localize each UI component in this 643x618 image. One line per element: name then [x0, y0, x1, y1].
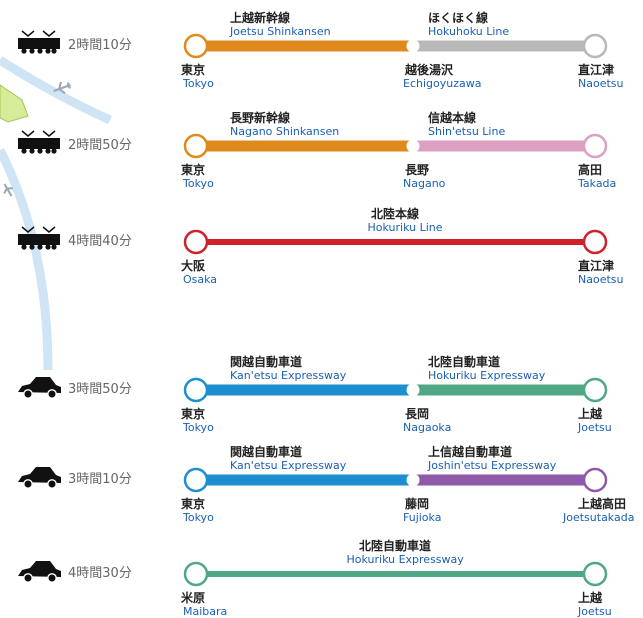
- station-name-en: Tokyo: [183, 177, 214, 190]
- terminal-marker: [582, 133, 608, 159]
- flight-arc: [0, 147, 53, 371]
- terminal-marker: [582, 229, 608, 255]
- duration-label: 2時間10分: [68, 38, 132, 53]
- line-name-jp: 上越新幹線: [230, 11, 291, 25]
- car-icon: [18, 377, 61, 399]
- station-name-jp: 東京: [181, 163, 206, 177]
- terminal-marker: [183, 229, 209, 255]
- terminal-marker: [183, 133, 209, 159]
- station-name-en: Naoetsu: [578, 273, 624, 286]
- line-name-en: Kan'etsu Expressway: [230, 459, 347, 472]
- terminal-marker: [183, 561, 209, 587]
- station-name-jp: 大阪: [181, 259, 206, 273]
- line-name-en: Kan'etsu Expressway: [230, 369, 347, 382]
- train-icon: [18, 30, 60, 54]
- train-icon: [18, 226, 60, 250]
- terminal-marker: [183, 377, 209, 403]
- car-icon: [18, 561, 61, 583]
- station-name-jp: 直江津: [578, 63, 615, 77]
- airplane-icon: [53, 81, 72, 95]
- terminal-marker: [582, 561, 608, 587]
- terminal-marker: [183, 33, 209, 59]
- line-name-en: Shin'etsu Line: [428, 125, 506, 138]
- terminal-marker: [582, 467, 608, 493]
- station-name-en: Echigoyuzawa: [403, 77, 482, 90]
- line-name-jp: 上信越自動車道: [428, 445, 513, 459]
- line-name-en: Hokuhoku Line: [428, 25, 510, 38]
- station-name-en: Maibara: [183, 605, 228, 618]
- train-icon: [18, 130, 60, 154]
- line-name-en: Hokuriku Line: [367, 221, 443, 234]
- station-name-en: Joetsu: [578, 421, 612, 434]
- land-shape: [0, 84, 29, 123]
- station-name-jp: 上越高田: [578, 497, 627, 511]
- station-name-jp: 長野: [405, 163, 430, 177]
- station-name-en: Nagaoka: [403, 421, 452, 434]
- station-name-en: Nagano: [403, 177, 446, 190]
- flight-arc: [0, 56, 112, 125]
- line-name-en: Joetsu Shinkansen: [230, 25, 331, 38]
- line-name-en: Hokuriku Expressway: [428, 369, 546, 382]
- car-icon: [18, 467, 61, 489]
- terminal-marker: [582, 377, 608, 403]
- station-name-jp: 上越: [578, 591, 603, 605]
- station-name-en: Tokyo: [183, 511, 214, 524]
- line-name-jp: 北陸自動車道: [359, 539, 432, 553]
- line-name-en: Hokuriku Expressway: [346, 553, 464, 566]
- station-name-en: Tokyo: [183, 77, 214, 90]
- interchange-marker: [406, 383, 420, 397]
- station-name-en: Joetsutakada: [563, 511, 635, 524]
- terminal-marker: [183, 467, 209, 493]
- line-name-jp: 長野新幹線: [230, 111, 291, 125]
- station-name-jp: 東京: [181, 497, 206, 511]
- station-name-jp: 上越: [578, 407, 603, 421]
- airplane-icon: [3, 183, 13, 197]
- line-name-en: Joshin'etsu Expressway: [428, 459, 557, 472]
- interchange-marker: [406, 473, 420, 487]
- station-name-en: Tokyo: [183, 421, 214, 434]
- station-name-en: Takada: [578, 177, 617, 190]
- line-name-jp: 信越本線: [428, 111, 477, 125]
- duration-label: 3時間50分: [68, 382, 132, 397]
- interchange-marker: [406, 39, 420, 53]
- station-name-en: Osaka: [183, 273, 218, 286]
- line-name-jp: 北陸自動車道: [428, 355, 501, 369]
- station-name-jp: 直江津: [578, 259, 615, 273]
- station-name-jp: 米原: [181, 591, 206, 605]
- station-name-jp: 高田: [578, 163, 603, 177]
- duration-label: 2時間50分: [68, 138, 132, 153]
- duration-label: 4時間30分: [68, 566, 132, 581]
- line-name-en: Nagano Shinkansen: [230, 125, 340, 138]
- station-name-jp: 長岡: [405, 407, 430, 421]
- line-name-jp: 関越自動車道: [230, 355, 303, 369]
- line-name-jp: 北陸本線: [371, 207, 420, 221]
- station-name-en: Naoetsu: [578, 77, 624, 90]
- interchange-marker: [406, 139, 420, 153]
- station-name-jp: 東京: [181, 407, 206, 421]
- line-name-jp: ほくほく線: [428, 11, 489, 25]
- duration-label: 4時間40分: [68, 234, 132, 249]
- duration-label: 3時間10分: [68, 472, 132, 487]
- terminal-marker: [582, 33, 608, 59]
- line-name-jp: 関越自動車道: [230, 445, 303, 459]
- station-name-en: Joetsu: [578, 605, 612, 618]
- station-name-jp: 藤岡: [405, 497, 430, 511]
- station-name-jp: 東京: [181, 63, 206, 77]
- station-name-en: Fujioka: [403, 511, 442, 524]
- station-name-jp: 越後湯沢: [405, 63, 454, 77]
